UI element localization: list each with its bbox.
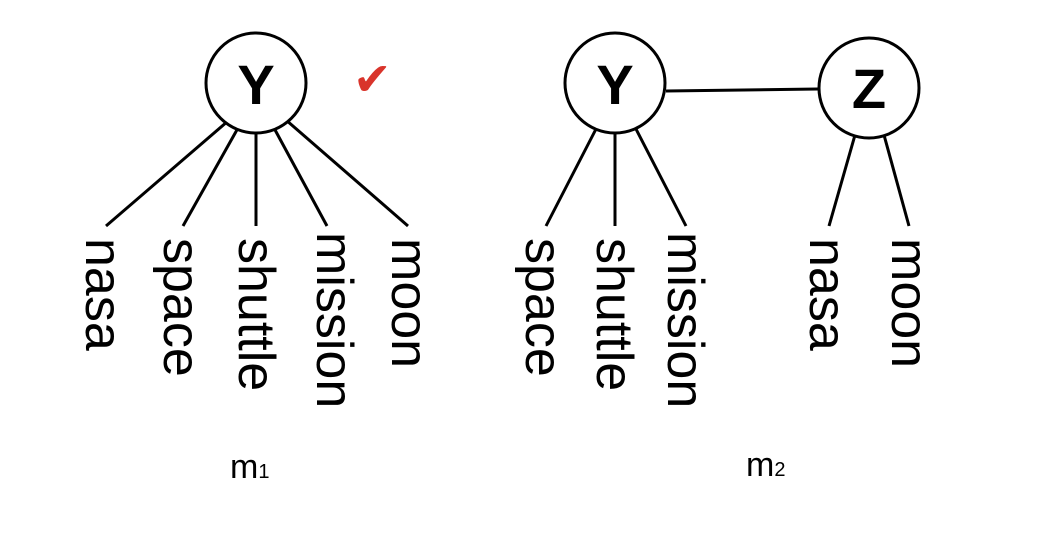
edge-y-mission — [272, 127, 329, 227]
model2-label-main: m — [746, 446, 774, 484]
model1-label: m1 — [230, 448, 269, 486]
check-icon: ✔ — [353, 52, 392, 106]
model1-word-space: space — [152, 238, 210, 377]
model2-word-nasa: nasa — [798, 238, 856, 351]
model1-words: nasa space shuttle mission moon — [74, 232, 438, 408]
model1-node-y-label: Y — [237, 53, 274, 116]
model2-node-z: Z — [817, 36, 921, 140]
model2-node-y: Y — [563, 31, 667, 135]
edge-y-nasa — [105, 119, 229, 228]
model1-label-sub: 1 — [258, 461, 269, 483]
edge-y-mission — [634, 128, 688, 227]
model1-label-main: m — [230, 448, 258, 486]
edge-y-moon — [285, 118, 409, 228]
model1-word-shuttle: shuttle — [227, 238, 285, 391]
model1-word-moon: moon — [380, 238, 438, 368]
edge-z-moon — [882, 134, 911, 227]
model2-word-moon: moon — [880, 238, 938, 368]
model2-edges — [544, 87, 911, 227]
edge-y-z — [665, 87, 819, 93]
model2-word-shuttle: shuttle — [585, 238, 643, 391]
edge-y-space — [181, 127, 240, 227]
model1-word-nasa: nasa — [74, 238, 132, 351]
edge-y-space — [544, 128, 598, 227]
model1-node-y: Y — [204, 31, 308, 135]
model2-label: m2 — [746, 446, 785, 484]
model2-word-mission: mission — [656, 232, 714, 408]
model2-word-space: space — [514, 238, 572, 377]
model1-word-mission: mission — [305, 232, 363, 408]
model2-label-sub: 2 — [774, 459, 785, 481]
model2-node-z-label: Z — [852, 57, 886, 120]
model1-edges — [105, 118, 409, 228]
edge-z-nasa — [827, 134, 857, 227]
model2-node-y-label: Y — [596, 53, 633, 116]
model2-words: space shuttle mission nasa moon — [514, 232, 938, 408]
